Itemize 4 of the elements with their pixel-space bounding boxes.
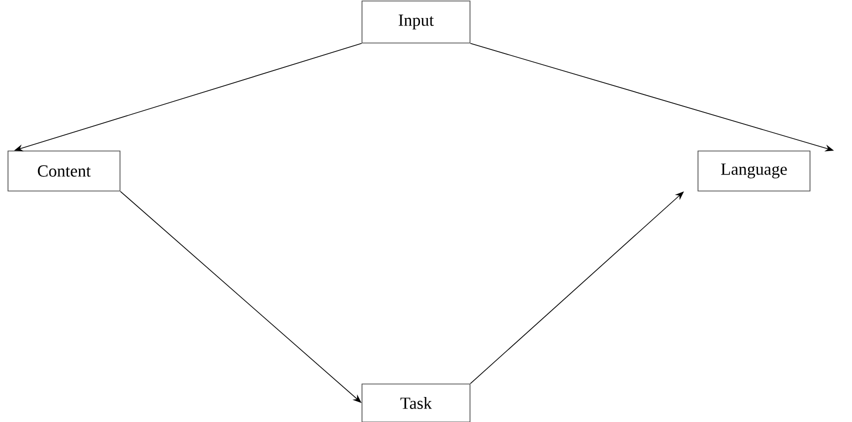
process-box: Language [698, 150, 810, 192]
process-box: Input [362, 0, 470, 44]
process-box: Content [8, 150, 120, 192]
process-box: Task [362, 384, 470, 422]
